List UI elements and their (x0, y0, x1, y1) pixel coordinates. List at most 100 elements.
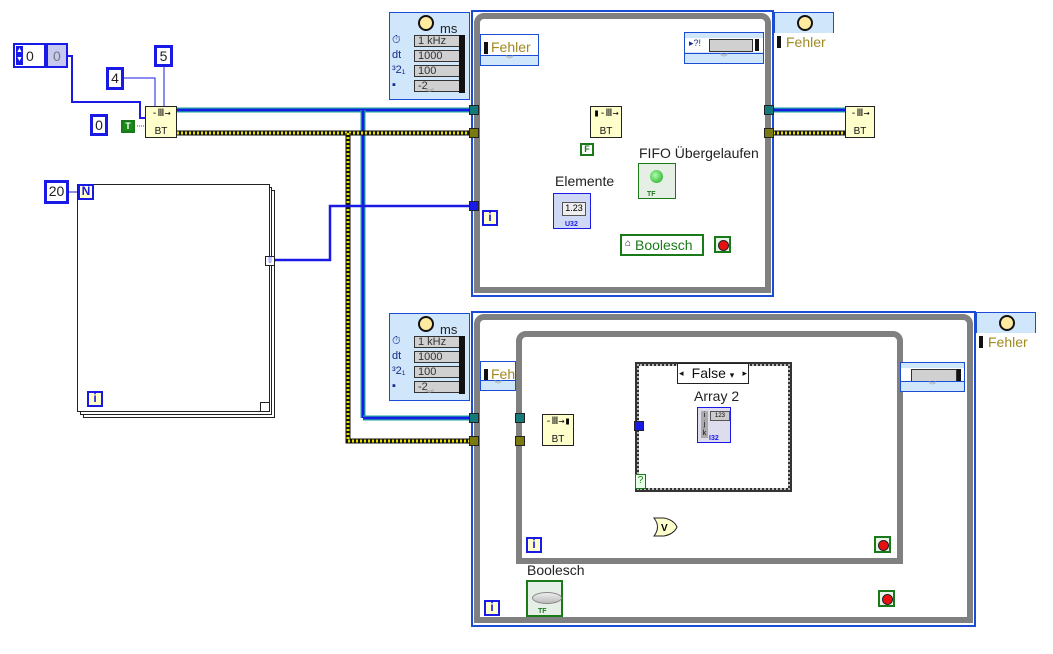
error-out-display (709, 39, 753, 52)
bool-true-const[interactable]: T (121, 120, 135, 133)
stop-terminal-1 (714, 236, 731, 253)
rt-fifo-read-node[interactable]: -Ⅲ→▮ BT (542, 414, 574, 446)
bool-false-const[interactable]: F (580, 143, 594, 156)
expand-chevron-icon[interactable]: ︾ (481, 55, 538, 65)
rt-fifo-delete-node[interactable]: -Ⅲ→ BT (845, 106, 875, 138)
error-tunnel-inner (515, 436, 525, 446)
error-label: Feh (491, 366, 516, 382)
expand-chevron-icon[interactable]: ︾ (685, 53, 763, 63)
array-index-j: j (701, 420, 708, 429)
input-value: -2 (414, 381, 460, 393)
node-label: BT (853, 126, 867, 137)
or-gate[interactable]: V (652, 517, 678, 537)
array-index-i: i (701, 411, 708, 420)
case-selector-terminal: ? (635, 474, 646, 489)
numeric-control[interactable]: ▲▼ 0 (13, 43, 46, 68)
loop-1-iteration-terminal: i (482, 210, 498, 226)
type-label: U32 (565, 221, 578, 228)
for-loop[interactable] (77, 184, 270, 412)
expand-chevron-icon[interactable]: ︾ (424, 88, 434, 98)
type-label: TF (538, 608, 547, 615)
stop-terminal-outer (878, 590, 895, 607)
elemente-indicator: 1.23 U32 (553, 193, 591, 229)
unit-label: ms (440, 21, 458, 36)
priority-icon: ³2₁ (392, 64, 406, 76)
error-tunnel-outer (469, 436, 479, 446)
const-4[interactable]: 4 (106, 67, 124, 90)
input-value: 1000 (414, 50, 460, 62)
const-0[interactable]: 0 (90, 114, 108, 136)
wire-array-from-for (272, 204, 475, 262)
control-value: 0 (26, 48, 34, 64)
timing-source-row[interactable]: ⏱ 1 kHz (392, 335, 460, 349)
timing-source-row[interactable]: ⏱ 1 kHz (392, 34, 460, 48)
expand-chevron-icon[interactable]: ︾ (901, 381, 964, 391)
prev-case-icon[interactable]: ◂ (679, 368, 684, 378)
timed-loop-2-output-node[interactable]: Fehler (976, 312, 1036, 357)
rt-fifo-create-node[interactable]: -Ⅲ→ BT (145, 106, 177, 138)
wire-const4 (123, 77, 156, 106)
inner-loop-iteration-terminal: i (526, 537, 542, 553)
timed-loop-1-output-node[interactable]: Fehler (774, 12, 834, 57)
rt-fifo-delete-icon: -Ⅲ→ (850, 108, 870, 119)
node-label: BT (154, 126, 168, 137)
node-label: BT (551, 434, 565, 445)
numeric-indicator: 0 (46, 43, 68, 68)
clock-icon (418, 316, 434, 332)
stop-terminal-inner (874, 536, 891, 553)
fifo-overflow-label: FIFO Übergelaufen (639, 145, 759, 161)
expand-chevron-icon[interactable]: ︾ (424, 389, 434, 399)
processor-row[interactable]: ▪ -2 (392, 380, 460, 394)
timing-source-icon: ⏱ (392, 335, 401, 347)
input-value: 100 (414, 366, 460, 378)
boolesch-label: Boolesch (527, 562, 585, 578)
refnum-tunnel-in (469, 105, 479, 115)
priority-icon: ³2₁ (392, 365, 406, 377)
timing-source-icon: ⏱ (392, 34, 401, 46)
rt-fifo-write-node[interactable]: ▮-Ⅲ→ BT (590, 106, 622, 138)
resize-bar (459, 336, 465, 394)
expand-chevron-icon[interactable]: ︾ (481, 380, 515, 390)
loop-count-const[interactable]: 20 (44, 180, 69, 204)
timed-loop-2-right-data-node[interactable]: ︾ (900, 362, 965, 392)
refnum-tunnel-inner (515, 413, 525, 423)
or-gate-label: V (661, 523, 668, 534)
error-tunnel-out (764, 128, 774, 138)
resize-bar (459, 35, 465, 93)
type-label: TF (647, 191, 656, 198)
next-case-icon[interactable]: ▸ (742, 368, 747, 378)
dropdown-icon[interactable]: ▾ (729, 370, 735, 380)
boolesch-local-variable[interactable]: ⌂ Boolesch (620, 234, 704, 256)
timed-loop-1-error-in[interactable]: Fehler ︾ (480, 34, 539, 66)
priority-row[interactable]: ³2₁ 100 (392, 64, 460, 78)
page-corner-icon (260, 402, 269, 411)
case-selector[interactable]: ◂ False ▾ ▸ (677, 363, 749, 384)
input-value: 100 (414, 65, 460, 77)
node-label: BT (599, 126, 613, 137)
boolesch-control[interactable]: TF (526, 580, 563, 617)
rt-fifo-create-icon: -Ⅲ→ (151, 108, 171, 119)
n-terminal: N (78, 184, 94, 200)
input-value: 1 kHz (414, 35, 460, 47)
error-tunnel-in (469, 128, 479, 138)
indicator-value: 0 (53, 48, 61, 64)
input-label: dt (392, 49, 402, 61)
input-value: 1 kHz (414, 336, 460, 348)
selector-value: False (691, 365, 726, 381)
error-label: Fehler (786, 34, 826, 50)
error-label: Fehler (491, 39, 531, 55)
clock-icon (418, 15, 434, 31)
outer-loop-iteration-terminal: i (484, 600, 500, 616)
timed-loop-1-right-data-node[interactable]: ▸?! ︾ (684, 32, 764, 64)
spinner-icon[interactable]: ▲▼ (16, 46, 23, 65)
const-5[interactable]: 5 (154, 45, 173, 67)
clock-icon (999, 315, 1015, 331)
timed-loop-2-error-in[interactable]: Feh ︾ (480, 361, 516, 391)
period-row[interactable]: dt 1000 (392, 49, 460, 63)
processor-icon: ▪ (392, 79, 396, 91)
processor-icon: ▪ (392, 380, 396, 392)
priority-row[interactable]: ³2₁ 100 (392, 365, 460, 379)
